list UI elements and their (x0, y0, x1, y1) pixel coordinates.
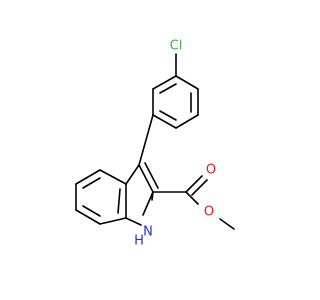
structure-canvas: Cl O O N H (75, 38, 235, 249)
bond (142, 191, 154, 216)
pyrrole-ring (125, 162, 159, 226)
bond (99, 217, 127, 225)
atom-label-n: N (143, 225, 153, 240)
bond (99, 169, 127, 185)
bond (175, 75, 199, 90)
bond (75, 209, 101, 225)
bond (219, 218, 235, 230)
bond (191, 179, 208, 196)
bond (152, 114, 177, 129)
bond (144, 162, 159, 189)
bond (75, 169, 101, 185)
bond (125, 164, 140, 185)
methyl-ester (152, 175, 235, 230)
bond (152, 75, 177, 90)
atom-label-cl: Cl (170, 39, 183, 54)
benzo-ring (75, 169, 127, 225)
bond (185, 191, 199, 205)
bond (185, 175, 203, 193)
molecule-structure: Cl O O N H (75, 39, 235, 249)
bond (82, 205, 101, 217)
bond (117, 188, 121, 214)
bond (82, 177, 101, 189)
chlorophenyl-ring (152, 53, 199, 129)
bond (125, 217, 142, 226)
bond (138, 114, 154, 166)
bond (175, 114, 199, 129)
bond (138, 164, 154, 193)
atom-label-o-ester: O (204, 205, 214, 220)
atom-label-o-carbonyl: O (206, 163, 216, 178)
bond (159, 83, 177, 94)
bond (159, 110, 177, 121)
atom-label-h: H (134, 234, 144, 249)
